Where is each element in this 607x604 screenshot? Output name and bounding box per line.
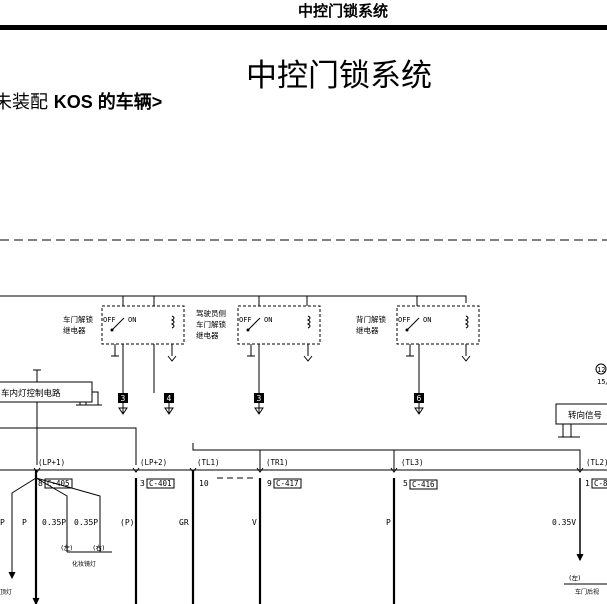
relay-driver-label-3: 继电器 <box>196 330 219 340</box>
relay-back-label-1: 背门解锁 <box>356 314 386 324</box>
svg-text:12: 12 <box>597 366 605 374</box>
wire-label-035p-a: 0.35P <box>42 518 66 527</box>
svg-text:3: 3 <box>257 394 262 403</box>
svg-text:3: 3 <box>121 394 126 403</box>
label-rear-door: 车门后视 <box>575 588 599 596</box>
relay-off-label: OFF <box>239 316 252 324</box>
connector-pin-door-left: 3 <box>118 393 128 415</box>
wire-label-v: V <box>252 518 257 527</box>
connector-pin-driver: 3 <box>254 393 264 415</box>
interior-lamp-label: 车内灯控制电路 <box>1 388 61 399</box>
bus-cut-label: ) <box>0 458 1 467</box>
label-right-left-paren: (左) <box>569 573 581 582</box>
pin-tl1: 10 <box>199 479 209 488</box>
relay-driver-label-1: 驾驶员侧 <box>196 308 226 318</box>
conn-lp2: C-401 <box>149 479 172 488</box>
pin-tr1: 9 <box>267 479 272 488</box>
supply-bus <box>0 295 467 303</box>
pin-tl3: 5 <box>403 479 408 488</box>
conn-tl3: C-416 <box>412 480 435 489</box>
conn-lp1: C-405 <box>47 479 70 488</box>
wire-label-gr: GR <box>179 518 189 527</box>
relay-driver-door-unlock: OFF ON <box>237 305 321 393</box>
ref-marker <box>595 363 607 375</box>
wire-label-p1: P <box>0 518 5 527</box>
subtitle-bold: KOS <box>53 92 93 112</box>
wire-label-p2: P <box>22 518 27 527</box>
conn-tr1: C-417 <box>276 479 299 488</box>
bus-tl2: (TL2) <box>586 458 607 467</box>
relay-on-label: ON <box>264 316 272 324</box>
relay-door-unlock: OFF ON <box>101 305 185 393</box>
conn-tl2: C-8 <box>594 479 607 488</box>
bus-tr1: (TR1) <box>266 458 289 467</box>
wire-label-035p-b: 0.35P <box>74 518 98 527</box>
connector-pin-door-right: 4 <box>164 393 174 415</box>
relay-off-label: OFF <box>398 316 411 324</box>
relay-driver-label-2: 车门解锁 <box>196 319 226 329</box>
subtitle-suffix: 的车辆> <box>92 92 163 112</box>
pin-lp2: 3 <box>140 479 145 488</box>
wire-label-035v: 0.35V <box>552 518 576 527</box>
relay-on-label: ON <box>128 316 136 324</box>
pin-tl2: 1 <box>585 479 590 488</box>
ref-marker-sub: 15/ <box>597 378 607 386</box>
turn-signal-label: 转向信号 <box>568 410 602 421</box>
bus-lp2: (LP+2) <box>140 458 167 467</box>
bus-tl3: (TL3) <box>401 458 424 467</box>
relay-on-label: ON <box>423 316 431 324</box>
label-vanity-lamp: 化妆镜灯 <box>72 560 96 568</box>
wire-label-p-paren: (P) <box>120 518 134 527</box>
relay-back-label-2: 继电器 <box>356 325 379 335</box>
relay-back-door-unlock: OFF ON <box>396 305 480 393</box>
bus-tl1: (TL1) <box>197 458 220 467</box>
wire-label-p3: P <box>386 518 391 527</box>
label-right-paren: (右) <box>93 543 105 552</box>
subtitle-prefix: 未装配 <box>0 92 48 113</box>
label-left-paren: (左) <box>61 543 73 552</box>
header-rule <box>0 25 607 30</box>
bus-lp1: (LP+1) <box>38 458 65 467</box>
svg-text:6: 6 <box>417 394 422 403</box>
relay-door-unlock-label-1: 车门解锁 <box>63 314 93 324</box>
svg-text:4: 4 <box>167 394 172 403</box>
pin-lp1: 8 <box>38 479 43 488</box>
relay-door-unlock-label-2: 继电器 <box>63 325 86 335</box>
relay-off-label: OFF <box>103 316 116 324</box>
label-dome-lamp: 顶灯 <box>0 588 12 596</box>
turn-signal-box <box>555 403 607 425</box>
header-title: 中控门锁系统 <box>298 2 389 20</box>
connector-pin-back: 6 <box>414 393 424 415</box>
page-title: 中控门锁系统 <box>246 58 432 94</box>
subtitle: 未装配 KOS 的车辆> <box>0 88 162 114</box>
